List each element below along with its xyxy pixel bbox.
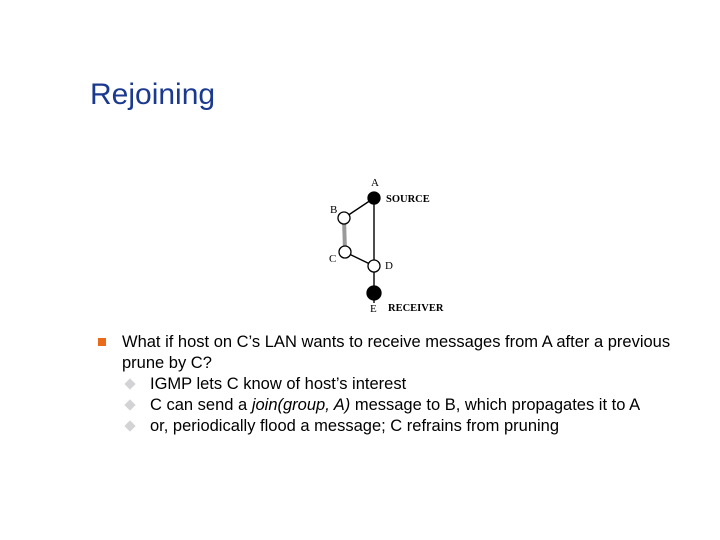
page-title: Rejoining <box>90 78 216 111</box>
node-label-c: C <box>329 253 336 265</box>
diamond-bullet-icon <box>124 399 136 411</box>
multicast-tree-diagram: A B C D E SOURCE RECEIVER <box>310 165 460 325</box>
bullet-list: What if host on C’s LAN wants to receive… <box>96 332 704 437</box>
node-label-b: B <box>330 204 337 216</box>
bullet-level2-text: or, periodically flood a message; C refr… <box>150 417 560 435</box>
node-d <box>367 259 381 273</box>
bullet-level2-text-part: message to B, which propagates it to A <box>350 396 641 414</box>
node-b <box>337 211 351 225</box>
node-label-e: E <box>370 303 377 315</box>
bullet-level2-text: IGMP lets C know of host’s interest <box>150 375 407 393</box>
bullet-level2: IGMP lets C know of host’s interest <box>96 374 704 395</box>
node-role-source: SOURCE <box>386 194 430 205</box>
node-c <box>338 245 352 259</box>
sub-bullet-list: IGMP lets C know of host’s interest C ca… <box>96 374 704 437</box>
node-role-receiver: RECEIVER <box>388 303 444 314</box>
bullet-level2-text-emphasis: join(group, A) <box>251 396 351 414</box>
node-e <box>366 285 382 301</box>
bullet-level2-text-part: C can send a <box>150 396 252 414</box>
square-bullet-icon <box>98 338 106 346</box>
bullet-level1: What if host on C’s LAN wants to receive… <box>96 332 704 374</box>
node-a <box>367 191 381 205</box>
node-label-d: D <box>385 260 393 272</box>
bullet-level2: or, periodically flood a message; C refr… <box>96 416 704 437</box>
diamond-bullet-icon <box>124 378 136 390</box>
bullet-level2: C can send a join(group, A) message to B… <box>96 395 704 416</box>
bullet-level1-text: What if host on C’s LAN wants to receive… <box>122 333 671 372</box>
diamond-bullet-icon <box>124 420 136 432</box>
node-label-a: A <box>371 177 379 189</box>
